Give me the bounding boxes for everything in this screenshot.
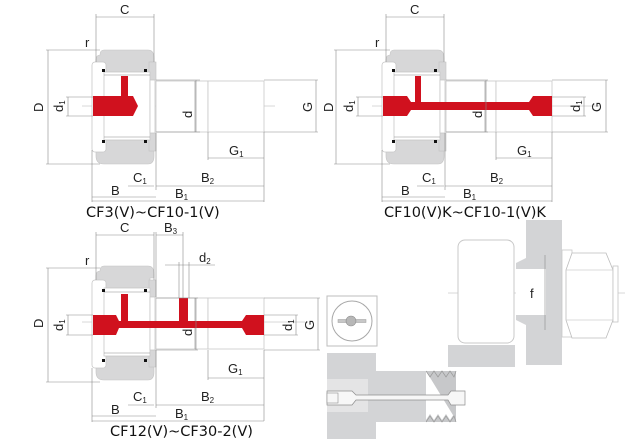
label-r: r (85, 35, 90, 50)
label-C1: C1 (133, 170, 147, 186)
seal (102, 69, 105, 72)
oil-passage (93, 76, 138, 116)
label-B2: B2 (490, 170, 504, 186)
label-B1: B1 (175, 406, 189, 422)
label-B1: B1 (463, 186, 477, 202)
label-d: d (180, 111, 195, 118)
label-d1: d1 (51, 319, 67, 331)
seal (434, 140, 437, 143)
oil-passage (93, 294, 264, 335)
seal (144, 289, 147, 292)
label-B1: B1 (175, 186, 189, 202)
seal (434, 69, 437, 72)
label-C1: C1 (422, 170, 436, 186)
seal (102, 359, 105, 362)
label-B2: B2 (201, 170, 215, 186)
label-B: B (111, 183, 120, 198)
label-r: r (375, 35, 380, 50)
label-G1: G1 (517, 143, 532, 159)
label-d1-right: d1 (568, 100, 584, 112)
label-D: D (321, 103, 336, 112)
label-B2: B2 (201, 389, 215, 405)
diagram-cf12: C B3 d2 r D d1 d d1 G G1 C1 B2 B B1 CF1 (31, 220, 320, 440)
label-G: G (302, 320, 317, 330)
label-C: C (120, 2, 129, 17)
diagram-cf10k: C r D d1 d d1 G G1 C1 B2 B B1 CF10(V)K~C… (321, 2, 608, 221)
oil-passage (383, 76, 552, 116)
label-D: D (31, 103, 46, 112)
caption-cf10k: CF10(V)K~CF10-1(V)K (384, 205, 546, 221)
flange (149, 79, 156, 134)
label-G1: G1 (229, 143, 244, 159)
label-C1: C1 (133, 389, 147, 405)
mounting-bracket (516, 220, 562, 365)
seal (102, 289, 105, 292)
stud-section-icon (326, 353, 466, 439)
hex-nut (565, 252, 614, 339)
diagram-cf3: C r D d1 d G G1 C1 B2 B B1 CF3(V)~CF10-1… (31, 2, 318, 221)
seal (144, 140, 147, 143)
label-G: G (589, 102, 604, 112)
label-d1: d1 (341, 100, 357, 112)
roller-outline (457, 239, 515, 344)
label-B3: B3 (164, 220, 178, 236)
slotted-end-view-icon (326, 295, 378, 347)
label-D: D (31, 319, 46, 328)
caption-cf12: CF12(V)~CF30-2(V) (110, 424, 253, 440)
label-G1: G1 (228, 361, 243, 377)
thread-section (207, 80, 265, 133)
label-d1: d1 (51, 100, 67, 112)
caption-cf3: CF3(V)~CF10-1(V) (86, 205, 220, 221)
label-d2: d2 (199, 250, 211, 266)
label-d: d (180, 329, 195, 336)
label-G: G (300, 102, 315, 112)
label-B: B (111, 402, 120, 417)
label-C: C (120, 220, 129, 235)
label-d: d (470, 111, 485, 118)
label-f: f (530, 286, 534, 301)
label-r: r (85, 253, 90, 268)
seal (392, 69, 395, 72)
seal (144, 69, 147, 72)
mounting-illustration: f (448, 220, 625, 367)
label-C: C (410, 2, 419, 17)
base-plate (448, 345, 515, 367)
stud-shank (155, 80, 209, 133)
seal (144, 359, 147, 362)
seal (102, 140, 105, 143)
seal (392, 140, 395, 143)
label-d1-right: d1 (280, 319, 296, 331)
label-B: B (401, 183, 410, 198)
